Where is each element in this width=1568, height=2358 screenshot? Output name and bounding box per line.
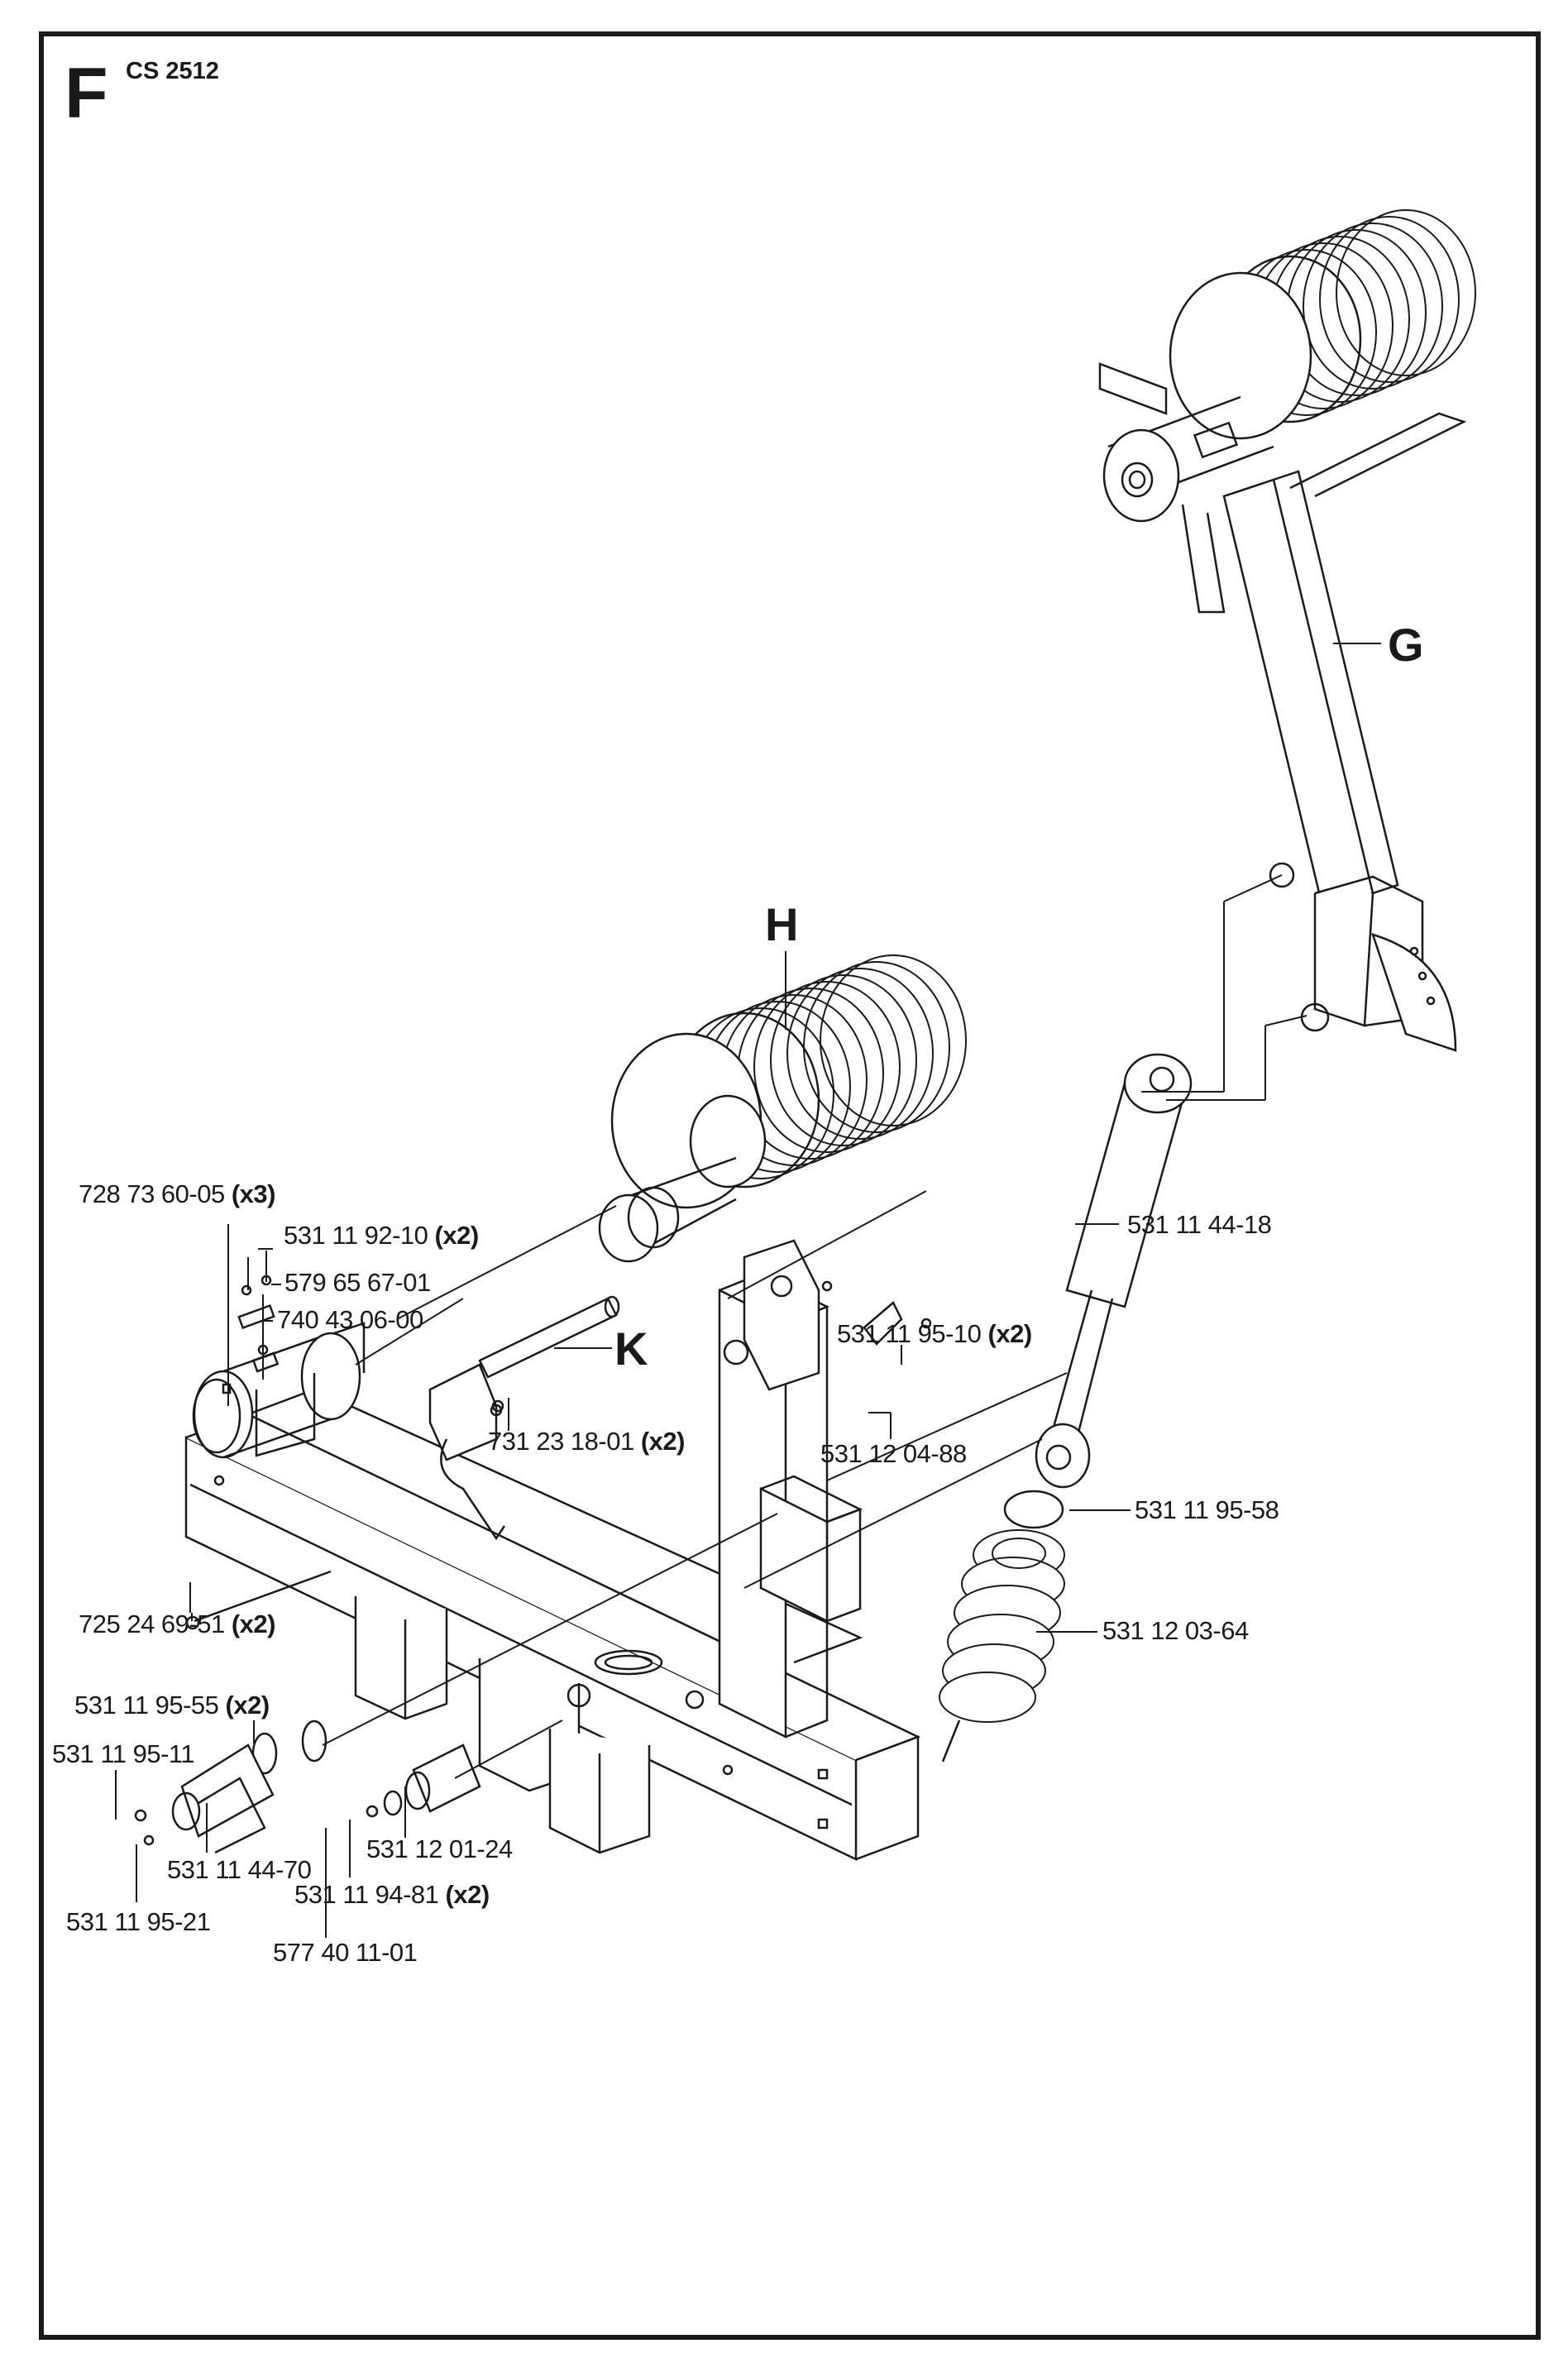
section-letter: F — [65, 54, 108, 133]
part-number: 531 11 95-10 — [837, 1319, 982, 1348]
part-qty: (x2) — [987, 1319, 1033, 1348]
part-callout[interactable]: 531 11 95-21 — [66, 1907, 211, 1936]
part-number: 531 12 03-64 — [1102, 1616, 1249, 1645]
part-callout[interactable]: 531 11 95-58 — [1135, 1497, 1279, 1523]
part-qty: (x2) — [225, 1691, 270, 1719]
part-callout[interactable]: 531 11 44-18 — [1127, 1210, 1272, 1239]
assembly-label-g[interactable]: G — [1388, 619, 1424, 671]
part-number: 728 73 60-05 — [79, 1179, 225, 1208]
part-number: 531 11 44-70 — [167, 1855, 312, 1884]
small-hardware — [134, 1275, 932, 1854]
part-callout[interactable]: 731 23 18-01 (x2) — [488, 1428, 685, 1454]
part-number: 531 11 44-18 — [1127, 1210, 1272, 1239]
part-number: 740 43 06-00 — [277, 1305, 423, 1334]
part-number: 725 24 69-51 — [79, 1609, 225, 1638]
part-number: 531 11 95-11 — [52, 1739, 195, 1768]
part-callout[interactable]: 740 43 06-00 — [277, 1307, 423, 1332]
part-number: 577 40 11-01 — [273, 1938, 418, 1967]
part-callout[interactable]: 577 40 11-01 — [273, 1938, 418, 1967]
part-callout[interactable]: 531 11 94-81 (x2) — [294, 1882, 490, 1907]
part-callout[interactable]: 579 65 67-01 — [284, 1270, 431, 1295]
part-number: 531 11 95-21 — [66, 1907, 211, 1936]
part-callout[interactable]: 531 12 01-24 — [366, 1836, 513, 1862]
part-qty: (x2) — [445, 1880, 490, 1909]
assembly-g-arm — [1098, 209, 1476, 1052]
part-qty: (x2) — [231, 1609, 276, 1638]
part-number: 531 12 01-24 — [366, 1834, 513, 1863]
assembly-label-h[interactable]: H — [765, 898, 799, 950]
part-callout[interactable]: 531 12 04-88 — [820, 1441, 967, 1466]
main-frame — [184, 1239, 921, 1861]
leader-lines — [115, 643, 1381, 1938]
part-qty: (x2) — [434, 1221, 480, 1250]
part-callout[interactable]: 531 12 03-64 — [1102, 1618, 1249, 1643]
part-number: 531 11 92-10 — [284, 1221, 428, 1250]
part-number: 731 23 18-01 — [488, 1427, 634, 1456]
part-callout[interactable]: 531 11 95-10 (x2) — [837, 1321, 1032, 1346]
part-callout[interactable]: 531 11 44-70 — [167, 1855, 312, 1884]
part-callout[interactable]: 531 11 95-11 — [52, 1739, 195, 1768]
shock-absorber — [939, 1053, 1193, 1763]
housing-tube — [192, 1332, 361, 1459]
part-number: 531 11 95-55 — [74, 1691, 219, 1719]
assembly-h-roller — [598, 954, 967, 1263]
part-callout[interactable]: 725 24 69-51 (x2) — [79, 1611, 275, 1637]
part-number: 579 65 67-01 — [284, 1268, 431, 1297]
diagram-frame — [39, 31, 1541, 2340]
part-number: 531 11 94-81 — [294, 1880, 439, 1909]
model-name: CS 2512 — [126, 58, 219, 84]
assembly-k-shaft — [428, 1295, 620, 1541]
part-qty: (x3) — [231, 1179, 276, 1208]
part-number: 531 11 95-58 — [1135, 1495, 1279, 1524]
assembly-label-k[interactable]: K — [614, 1322, 648, 1375]
part-callout[interactable]: 728 73 60-05 (x3) — [79, 1181, 275, 1207]
part-number: 531 12 04-88 — [820, 1439, 967, 1468]
part-callout[interactable]: 531 11 92-10 (x2) — [284, 1222, 479, 1248]
part-qty: (x2) — [640, 1427, 686, 1456]
part-callout[interactable]: 531 11 95-55 (x2) — [74, 1692, 270, 1718]
